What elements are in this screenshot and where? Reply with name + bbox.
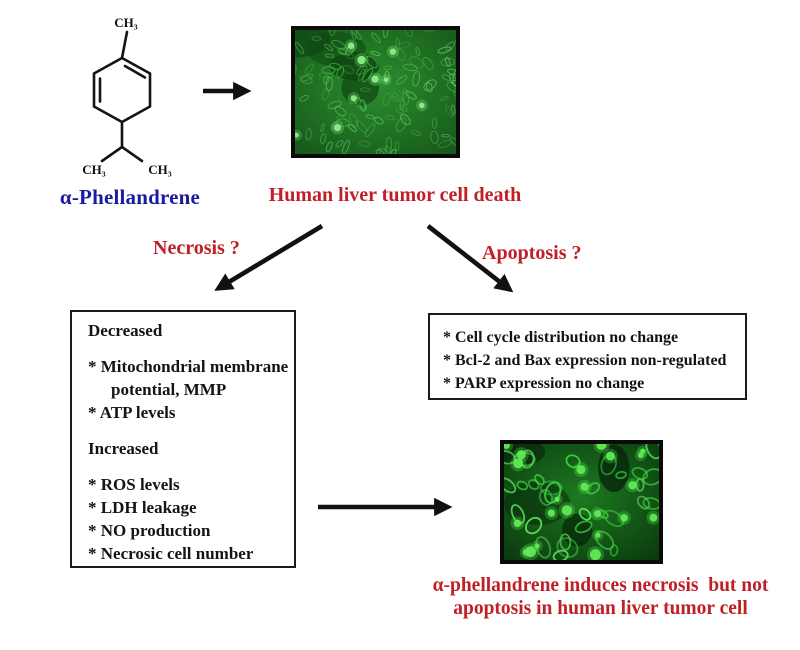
finding-item: * NO production bbox=[88, 521, 211, 540]
necrosis-findings-box: Decreased * Mitochondrial membrane poten… bbox=[70, 310, 296, 568]
conclusion-text: α-phellandrene induces necrosis but not … bbox=[408, 574, 793, 620]
finding-item: * Mitochondrial membrane bbox=[88, 357, 289, 376]
methyl-top-label: CH₃ bbox=[114, 15, 138, 30]
increased-header: Increased bbox=[88, 439, 159, 458]
page-title: Human liver tumor cell death bbox=[268, 184, 522, 206]
methyl-right-label: CH₃ bbox=[148, 162, 172, 177]
finding-item: * LDH leakage bbox=[88, 498, 197, 517]
necrosis-branch-label: Necrosis ? bbox=[153, 237, 240, 259]
finding-item: * PARP expression no change bbox=[443, 375, 645, 392]
fluorescence-image-icon bbox=[295, 30, 456, 154]
fluorescence-image-icon bbox=[504, 444, 659, 560]
molecule-structure: CH₃ CH₃ CH₃ bbox=[82, 15, 172, 177]
conclusion-line-2: apoptosis in human liver tumor cell bbox=[453, 598, 748, 619]
finding-item: * ROS levels bbox=[88, 475, 180, 494]
finding-item: * Bcl-2 and Bax expression non-regulated bbox=[443, 352, 727, 369]
conclusion-line-1: α-phellandrene induces necrosis but not bbox=[432, 575, 769, 596]
molecule-name: α-Phellandrene bbox=[59, 185, 201, 209]
molecule-bond-lines bbox=[92, 30, 152, 163]
apoptosis-findings-box: * Cell cycle distribution no change * Bc… bbox=[428, 313, 747, 400]
finding-item: potential, MMP bbox=[111, 380, 227, 399]
methyl-left-label: CH₃ bbox=[82, 162, 106, 177]
finding-item: * ATP levels bbox=[88, 403, 176, 422]
finding-item: * Necrosic cell number bbox=[88, 544, 254, 563]
finding-item: * Cell cycle distribution no change bbox=[443, 329, 679, 346]
decreased-header: Decreased bbox=[88, 321, 163, 340]
apoptosis-branch-label: Apoptosis ? bbox=[482, 242, 582, 264]
micrograph-necrotic-cells bbox=[500, 440, 663, 564]
micrograph-viable-cells bbox=[291, 26, 460, 158]
